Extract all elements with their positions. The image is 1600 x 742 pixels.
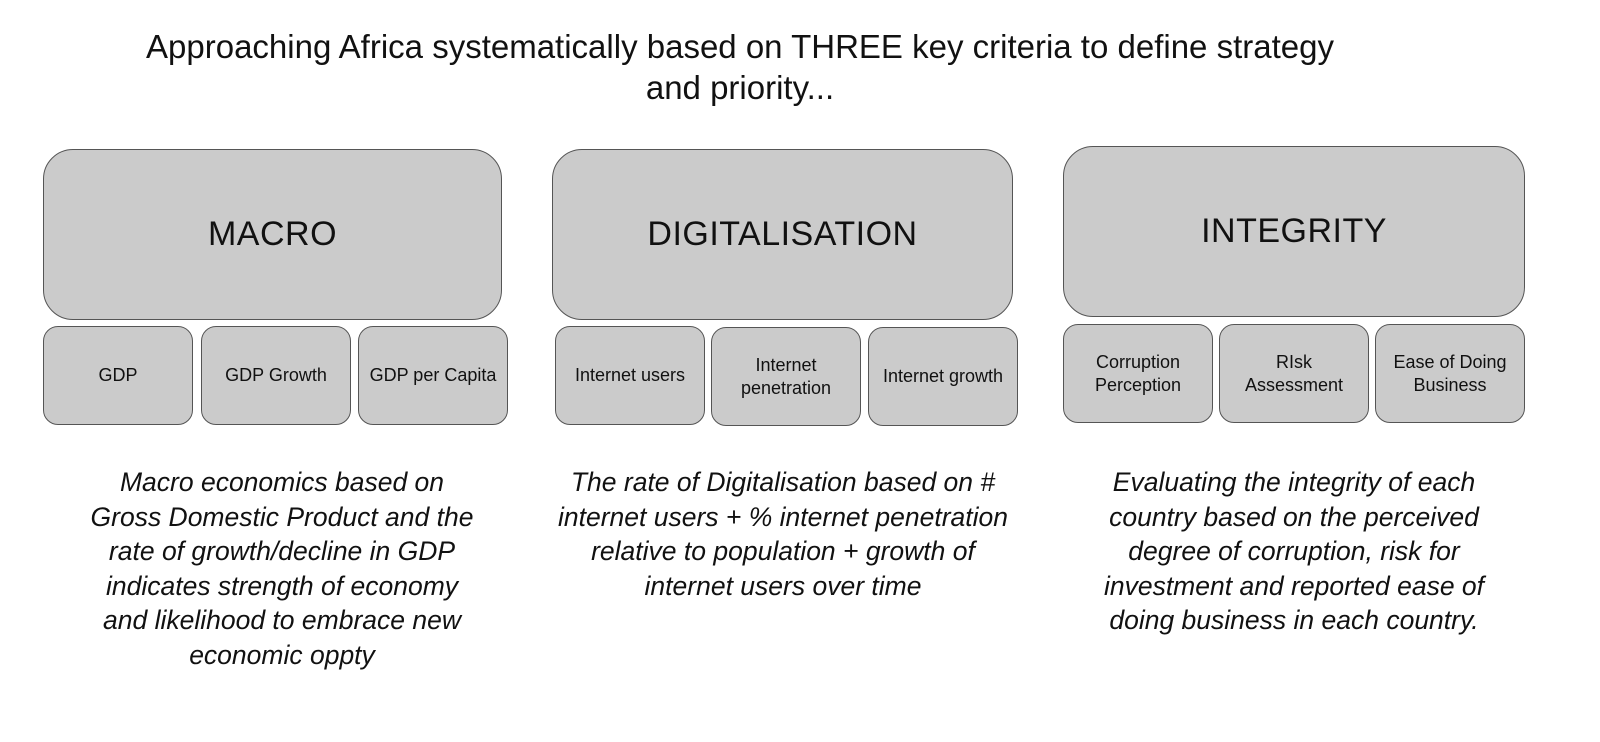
integrity-heading-box: INTEGRITY bbox=[1063, 146, 1525, 317]
integrity-metric-corruption-perception: Corruption Perception bbox=[1063, 324, 1213, 423]
macro-description: Macro economics based on Gross Domestic … bbox=[90, 467, 474, 670]
macro-metric-gdp-per-capita: GDP per Capita bbox=[358, 326, 508, 425]
macro-metric-gdp-growth: GDP Growth bbox=[201, 326, 351, 425]
macro-heading-box: MACRO bbox=[43, 149, 502, 320]
digitalisation-description: The rate of Digitalisation based on # in… bbox=[557, 467, 1009, 601]
digitalisation-heading-box: DIGITALISATION bbox=[552, 149, 1013, 320]
macro-metric-gdp: GDP bbox=[43, 326, 193, 425]
digitalisation-metric-internet-growth: Internet growth bbox=[868, 327, 1018, 426]
digitalisation-metric-internet-penetration: Internet penetration bbox=[711, 327, 861, 426]
integrity-metric-risk-assessment: RIsk Assessment bbox=[1219, 324, 1369, 423]
integrity-description: Evaluating the integrity of each country… bbox=[1103, 467, 1485, 635]
diagram-title: Approaching Africa systematically based … bbox=[146, 28, 1334, 106]
digitalisation-metric-internet-users: Internet users bbox=[555, 326, 705, 425]
integrity-metric-ease-of-doing-business: Ease of Doing Business bbox=[1375, 324, 1525, 423]
